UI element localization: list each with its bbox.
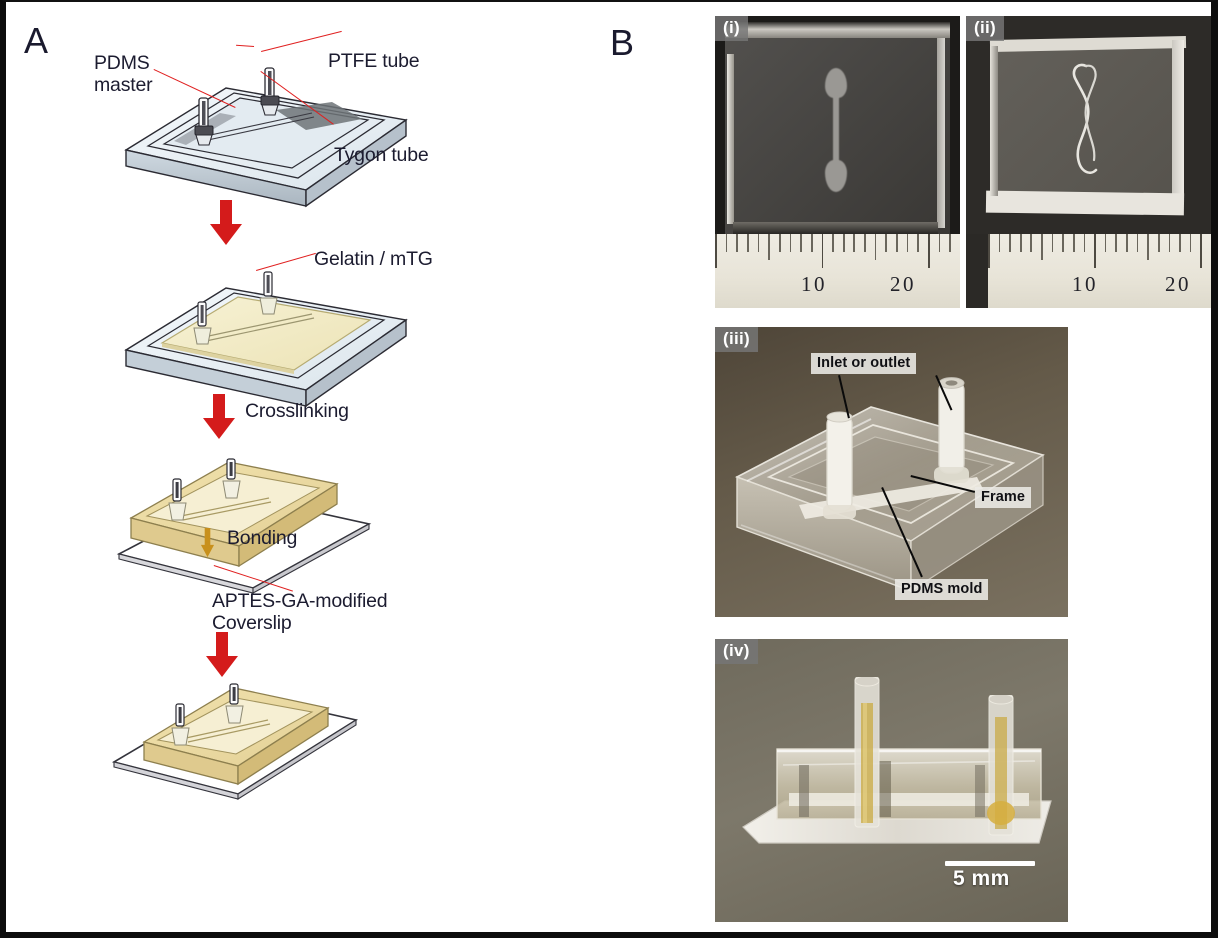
- ruler-tick: [928, 234, 930, 268]
- ruler-tick: [1030, 234, 1033, 252]
- ruler-tick: [1051, 234, 1054, 252]
- ruler-tick: [1009, 234, 1011, 252]
- chip-bottom-edge-i: [733, 222, 938, 236]
- step3-bonding-illustration: [116, 458, 372, 594]
- ruler-tick: [874, 234, 877, 260]
- ruler-tick: [1104, 234, 1107, 252]
- ruler-tick: [715, 234, 717, 268]
- ruler-tick: [800, 234, 802, 252]
- ruler-tick: [768, 234, 770, 260]
- ruler-tick: [1200, 234, 1203, 268]
- chip-right-edge-ii: [1172, 40, 1184, 198]
- label-pdms-master: PDMS master: [94, 52, 153, 97]
- dumbbell-channel-i: [825, 68, 847, 98]
- photo-iii: (iii): [715, 327, 1068, 617]
- scale-bar-label: 5 mm: [953, 867, 1010, 890]
- ruler-ii-left-gap: [966, 234, 988, 308]
- ruler-tick: [896, 234, 898, 252]
- outlet-tube-right-iii: [934, 377, 969, 483]
- step4-bonded-device-illustration: [111, 683, 359, 800]
- ruler-tick: [736, 234, 738, 252]
- ruler-i-number-20: 20: [890, 272, 916, 296]
- ruler-tick: [1147, 234, 1149, 260]
- ruler-tick: [1126, 234, 1128, 252]
- photo-i: (i) 10 20: [715, 16, 960, 308]
- panel-b: B (i) 10 20 (ii): [601, 2, 1217, 932]
- ruler-i-number-10: 10: [801, 272, 827, 296]
- down-arrow-icon-2: [203, 394, 235, 439]
- ruler-ii-number-20: 20: [1165, 272, 1191, 296]
- label-bonding: Bonding: [227, 527, 298, 549]
- panel-b-letter: B: [610, 22, 635, 63]
- ruler-tick: [778, 234, 781, 252]
- label-gelatin-mtg: Gelatin / mTG: [314, 248, 433, 270]
- bonding-down-arrow-icon: [200, 528, 215, 558]
- scale-bar-line: [945, 861, 1035, 866]
- callout-frame: Frame: [975, 487, 1032, 508]
- ruler-ii: 10 20: [988, 234, 1211, 308]
- dumbbell-channel-neck-i: [833, 94, 839, 166]
- ruler-tick: [917, 234, 920, 252]
- ruler-i: 10 20: [715, 234, 960, 308]
- photo-iii-tag: (iii): [715, 327, 758, 352]
- ruler-tick: [842, 234, 845, 252]
- device-outlet-tube-iv: [987, 695, 1015, 836]
- ruler-tick: [757, 234, 760, 252]
- callout-pdms-mold: PDMS mold: [895, 579, 989, 600]
- ruler-tick: [810, 234, 813, 252]
- ruler-tick: [1168, 234, 1171, 252]
- ruler-tick: [998, 234, 1001, 252]
- ruler-tick: [789, 234, 792, 252]
- ruler-tick: [832, 234, 834, 252]
- ruler-tick: [864, 234, 866, 252]
- ruler-ii-number-10: 10: [1072, 272, 1098, 296]
- label-tygon-tube: Tygon tube: [334, 144, 429, 166]
- ruler-tick: [1189, 234, 1192, 252]
- photo-ii: (ii) 10 20: [966, 16, 1211, 308]
- ruler-tick: [1179, 234, 1181, 252]
- chip-bottom-tape-ii: [985, 190, 1185, 216]
- ruler-tick: [1062, 234, 1065, 252]
- ruler-tick: [938, 234, 941, 252]
- panel-a: A: [6, 2, 606, 932]
- inlet-tube-left-iii: [823, 411, 856, 519]
- ruler-tick: [821, 234, 824, 268]
- ruler-tick: [1072, 234, 1075, 252]
- down-arrow-icon-1: [210, 200, 242, 245]
- ruler-tick: [906, 234, 909, 252]
- photo-iv-tag: (iv): [715, 639, 758, 664]
- ruler-tick: [1041, 234, 1043, 260]
- ruler-tick: [1157, 234, 1160, 252]
- ruler-tick: [988, 234, 990, 268]
- ruler-tick: [949, 234, 952, 252]
- chip-top-edge-i: [725, 22, 950, 38]
- dumbbell-channel-lower-i: [825, 160, 847, 192]
- ruler-tick: [853, 234, 856, 252]
- callout-inlet-or-outlet: Inlet or outlet: [811, 353, 917, 374]
- step1-pdms-master-illustration: [124, 67, 408, 208]
- gelatin-filament-ii: [1072, 63, 1098, 174]
- ruler-tick: [1136, 234, 1139, 252]
- device-inlet-tube-iv: [854, 677, 880, 828]
- ruler-tick: [725, 234, 728, 252]
- photo-i-tag: (i): [715, 16, 748, 41]
- ruler-tick: [1094, 234, 1096, 268]
- photo-ii-tag: (ii): [966, 16, 1004, 41]
- label-ptfe-tube: PTFE tube: [328, 50, 420, 72]
- chip-left-edge-ii: [990, 46, 998, 196]
- photo-iv: (iv): [715, 639, 1068, 922]
- label-crosslinking: Crosslinking: [245, 400, 349, 422]
- down-arrow-icon-3: [206, 632, 238, 677]
- step2-gelatin-cast-illustration: [124, 271, 408, 408]
- ruler-tick: [1083, 234, 1086, 252]
- panel-a-letter: A: [24, 20, 49, 61]
- ruler-tick: [1019, 234, 1022, 252]
- ruler-tick: [1115, 234, 1118, 252]
- chip-right-edge-i: [937, 38, 945, 228]
- ruler-tick: [885, 234, 888, 252]
- label-coverslip: APTES-GA-modified Coverslip: [212, 590, 388, 635]
- ruler-tick: [746, 234, 749, 252]
- chip-left-edge-i: [727, 54, 734, 224]
